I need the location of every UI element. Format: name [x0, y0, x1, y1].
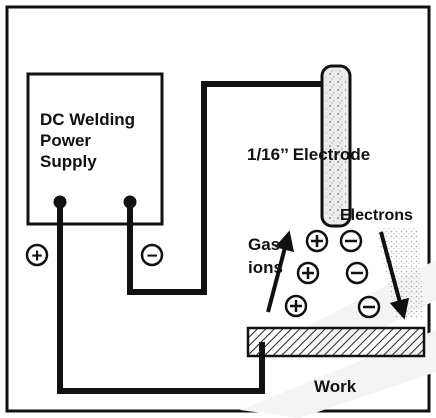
positive-terminal-symbol-circle — [25, 243, 49, 267]
electron-flow-arrow — [379, 231, 410, 320]
negative-terminal-symbol-circle — [140, 243, 164, 267]
power-supply-label-line-1: DC Welding — [40, 110, 135, 129]
power-supply-box — [26, 72, 164, 226]
negative-cable — [127, 81, 322, 295]
gas-ions-label-line-1: Gas — [248, 235, 280, 254]
gas-ions-arrow — [266, 230, 295, 313]
positive-cable — [57, 202, 265, 394]
negative-charge-2 — [345, 261, 369, 285]
gas-ions-label-line-2: ions — [248, 258, 283, 277]
power-supply-label-line-3: Supply — [40, 152, 97, 171]
electrons-label: Electrons — [340, 207, 413, 224]
positive-terminal-symbol: + — [31, 246, 42, 267]
work-label: Work — [314, 377, 357, 396]
negative-charge-1 — [339, 229, 363, 253]
power-supply-label-line-2: Power — [40, 131, 91, 150]
positive-ion-3 — [284, 294, 308, 318]
negative-charge-3 — [357, 295, 381, 319]
electrode-rod-texture — [326, 70, 346, 222]
work-piece — [246, 326, 426, 358]
positive-ion-1 — [305, 229, 329, 253]
positive-ion-2 — [296, 261, 320, 285]
negative-terminal-symbol: − — [146, 246, 157, 267]
electrode-label: 1/16’’ Electrode — [247, 145, 370, 164]
